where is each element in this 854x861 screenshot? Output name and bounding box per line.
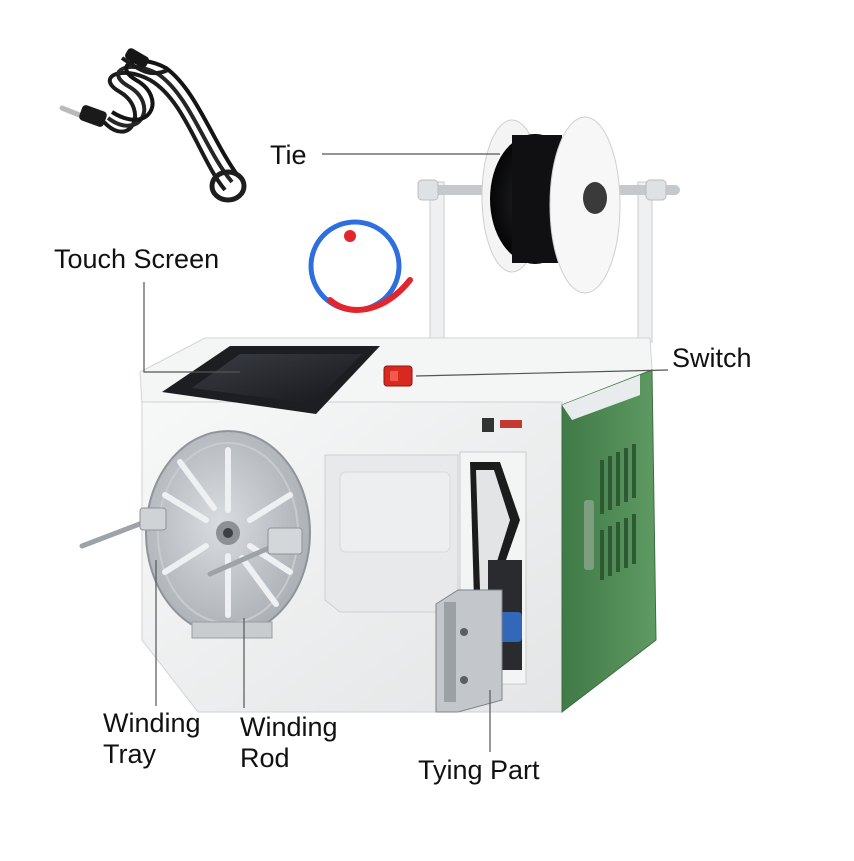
- winding-tray-disc: [145, 430, 311, 639]
- label-tie-text: Tie: [270, 140, 307, 170]
- winding-rods: [79, 507, 303, 577]
- label-winding-tray-line1: Winding: [103, 708, 201, 738]
- label-winding-tray-line2: Tray: [103, 739, 156, 769]
- label-tie: Tie: [270, 140, 307, 171]
- touch-screen-device: [162, 346, 380, 414]
- power-switch: [383, 365, 413, 387]
- tying-part-mechanism: [435, 451, 527, 713]
- label-switch: Switch: [672, 343, 752, 374]
- label-touch-screen-text: Touch Screen: [54, 244, 220, 274]
- label-winding-tray: Winding Tray: [103, 708, 201, 770]
- js-logo: [308, 219, 413, 314]
- label-tying-part: Tying Part: [418, 755, 540, 786]
- label-switch-text: Switch: [672, 343, 752, 373]
- brand-badge: [482, 418, 522, 432]
- label-winding-rod-line1: Winding: [240, 712, 338, 742]
- label-touch-screen: Touch Screen: [54, 244, 219, 275]
- label-winding-rod: Winding Rod: [240, 712, 338, 774]
- tie-spool: [481, 116, 621, 294]
- power-cable: [59, 48, 247, 203]
- touch-screen-leader-line: [143, 282, 240, 373]
- switch-leader-line: [415, 369, 669, 377]
- label-winding-rod-line2: Rod: [240, 743, 290, 773]
- label-tying-part-text: Tying Part: [418, 755, 540, 785]
- leader-lines: [143, 153, 669, 752]
